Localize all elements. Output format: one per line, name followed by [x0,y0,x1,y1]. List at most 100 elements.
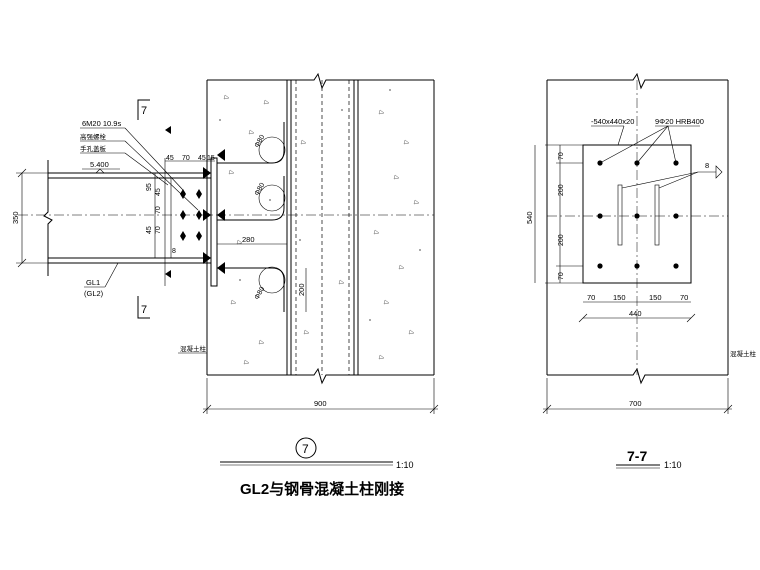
dim-280: 280 [242,235,255,244]
stud [597,213,603,219]
bolt-type: 高强螺栓 [80,132,107,141]
concrete-hatch [218,88,422,365]
dim-45c: 45 [155,188,162,196]
end-plate [210,157,218,287]
dim-200-bottom: 200 [558,234,565,246]
dim-45b: 45 [198,155,206,162]
weld-flag [165,270,171,278]
beam-name-leader [104,262,119,288]
bolt [180,231,186,241]
break-line-top [207,72,434,90]
weld-mark [203,167,211,179]
beam-name: GL1 [86,278,100,287]
plate-spec: -540x440x20 [591,117,634,126]
section-break-bottom [547,367,728,385]
bolt [196,210,202,220]
hole-leader-diag [124,152,169,186]
tick [202,404,212,414]
weld-arrow [715,165,723,179]
stud-spec: 9Φ20 HRB400 [655,117,704,126]
tick [723,404,733,414]
weld-mark [217,209,225,221]
weld-leader-2 [658,171,699,189]
stud-leader-2 [599,125,669,164]
weld-mark [217,149,225,161]
weld-symbols [165,126,225,278]
section-cut-label-top: 7 [141,105,147,117]
bolt [180,189,186,199]
bolt-type-leader-diag [124,140,199,211]
stiffener-right [654,184,660,246]
beam-break-line [43,160,53,276]
bolt [180,210,186,220]
weld-flag [165,126,171,134]
detail-scale: 1:10 [396,460,414,470]
weld-size: 8 [705,161,709,170]
dim-45a: 45 [166,155,174,162]
bar-label-1: Φ80 [254,134,267,149]
dim-200: 200 [297,283,306,296]
section-cut-top [137,99,150,120]
weld-leader-1 [621,171,699,189]
section-concrete-note: 混凝土柱 [730,349,757,358]
dim-200-top: 200 [558,184,565,196]
dim-95: 95 [146,183,153,191]
bend-circle-3 [258,266,286,294]
stud [673,213,679,219]
dim-70b: 70 [155,206,162,214]
beam-depth: 350 [11,211,20,224]
dim-70c: 70 [155,226,162,234]
bar-label-3: Φ80 [254,286,267,301]
callout-circle [295,437,317,459]
dim-70-left: 70 [587,293,595,302]
section-total-height: 540 [525,211,534,224]
section-cut-label-bottom: 7 [141,304,147,316]
bend-circle-1 [258,136,286,164]
bend-circle-2 [258,184,286,212]
section-scale: 1:10 [664,460,682,470]
tick [429,404,439,414]
column-elevation: Φ80 Φ80 Φ80 7 7 6M20 10.9s 高强螺栓 手孔盖板 5.4… [11,72,439,498]
section-total-width: 440 [629,309,642,318]
section-end-plate [582,144,692,284]
dim-45d: 45 [146,226,153,234]
section-cut-bottom [137,296,150,319]
bolt-spec: 6M20 10.9s [82,119,121,128]
dim-70-right: 70 [680,293,688,302]
stud-leader-1 [636,125,669,164]
rebar-hook-2 [217,176,285,221]
tick [542,404,552,414]
section-title: 7-7 [627,448,647,464]
plate-leader-diag [617,125,625,146]
section-break-top [547,72,728,90]
stud [673,263,679,269]
weld-mark [203,252,211,264]
rebar-hooks [217,122,286,312]
column-width: 900 [314,399,327,408]
dim-150-left: 150 [613,293,626,302]
concrete-note: 混凝土柱 [180,344,207,353]
break-line-bottom [207,367,434,385]
stud-group [597,160,679,269]
rebar-hook-1 [217,122,285,164]
weld-mark [203,209,211,221]
stud [597,263,603,269]
callout-number: 7 [302,442,309,456]
tick [17,258,27,268]
hole-type: 手孔盖板 [80,144,107,153]
detail-title: GL2与钢骨混凝土柱刚接 [240,480,404,498]
stud [634,263,640,269]
dim-150-right: 150 [649,293,662,302]
dim-70-bottom: 70 [558,272,565,280]
stud [634,213,640,219]
section-column-width: 700 [629,399,642,408]
rebar-hook-3 [217,267,285,312]
tick [17,168,27,178]
dim-70a: 70 [182,155,190,162]
bar-label-2: Φ80 [254,182,267,197]
dim-8: 8 [172,248,176,255]
bolt-group [180,189,202,241]
beam-alt-name: (GL2) [84,289,104,298]
tick [686,313,696,323]
